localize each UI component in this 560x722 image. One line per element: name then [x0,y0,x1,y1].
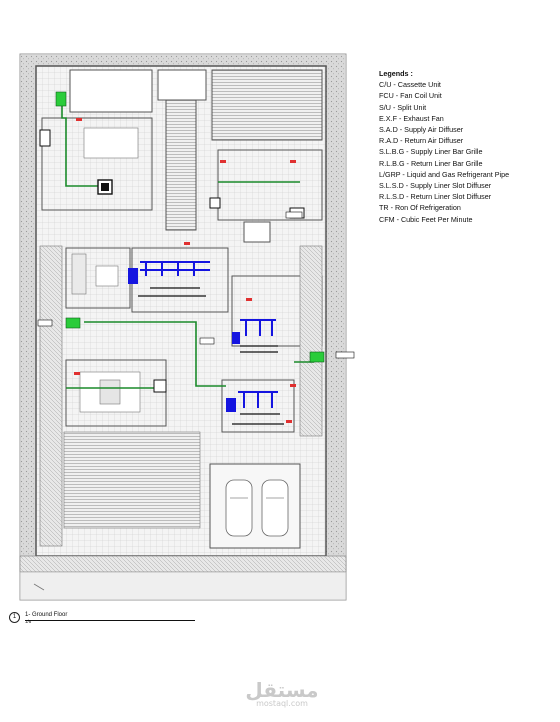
duct-group-living [140,261,210,276]
legend-title: Legends : [379,69,413,78]
tag-boxes [37,211,355,359]
tag-box-1 [37,319,53,327]
drawing-scale: 1/8 [25,619,32,624]
room-lift [243,221,271,243]
fcu-mid [232,332,240,344]
room-top-right-stairs [211,69,323,141]
legend-item: FCU - Fan Coil Unit [379,91,442,101]
car-left [225,479,253,537]
car-right [261,479,289,537]
corridor-vertical [165,99,197,231]
annotation-mark-6 [74,372,80,375]
furniture-sofa [71,253,87,295]
legend-item: E.X.F - Exhaust Fan [379,113,444,123]
furniture-table [95,265,119,287]
fcu-lower [226,398,236,412]
tag-box-3 [335,351,355,359]
legend-item: TR - Ron Of Refrigeration [379,203,461,213]
front-band [19,571,347,601]
watermark-site: mostaql.com [256,699,308,708]
annotation-marks [74,118,296,423]
annotation-mark-7 [290,384,296,387]
refrigerant-pipe-upper [61,100,98,187]
drawing-number-badge: 1 [9,612,20,623]
legend-item: S.A.D - Supply Air Diffuser [379,125,464,135]
annotation-mark-5 [246,298,252,301]
room-upper-right [217,149,323,221]
duct-group-mid [240,319,276,336]
outdoor-unit-top [55,91,67,107]
cassette-unit-kitchen-core [101,183,109,191]
legend-item: L/GRP - Liquid and Gas Refrigerant Pipe [379,169,510,179]
legend-item: S.L.S.D - Supply Liner Slot Diffuser [379,181,492,191]
split-unit-lower-left [153,379,167,393]
split-unit-left-top [39,129,51,147]
lower-garden-hatch [63,431,201,529]
split-unit-upper-right [209,197,221,209]
tag-box-2 [285,211,303,219]
legend-item: R.A.D - Return Air Diffuser [379,136,464,146]
tag-box-4 [199,337,215,345]
room-top-center [157,69,207,101]
fcu-living [128,268,138,284]
legend-item: R.L.S.D - Return Liner Slot Diffuser [379,192,492,202]
watermark-brand: مستقل [245,678,319,702]
diffuser-bars [138,287,284,425]
legend-item: S.L.B.G - Supply Liner Bar Grille [379,147,483,157]
watermark: مستقل mostaql.com [232,678,332,708]
drawing-title-underline [25,620,195,621]
outdoor-unit-left [65,317,81,329]
drawing-title: 1- Ground Floor [25,612,68,618]
refrigerant-pipe-mid [84,321,226,387]
legend-item: C/U - Cassette Unit [379,80,441,90]
side-courtyard-left [39,245,63,547]
furniture-kitchen [83,127,139,159]
legend-item: CFM - Cubic Feet Per Minute [379,214,473,224]
outdoor-unit-right [309,351,325,363]
duct-group-lower [238,391,278,408]
side-courtyard-right [299,245,323,437]
annotation-mark-8 [286,420,292,423]
furniture-bed [99,379,121,405]
room-living [131,247,229,313]
annotation-mark-3 [290,160,296,163]
legend-panel: Legends : C/U - Cassette Unit FCU - Fan … [379,68,509,225]
annotation-mark-1 [76,118,82,121]
legend-item: S/U - Split Unit [379,102,427,112]
driveway-mark [33,583,45,591]
legend-item: R.L.B.G - Return Liner Bar Grille [379,158,483,168]
room-top-left [69,69,153,113]
drawing-caption: 1 1- Ground Floor 1/8 [9,612,195,624]
annotation-mark-2 [220,160,226,163]
annotation-mark-4 [184,242,190,245]
entrance-band [19,555,347,573]
